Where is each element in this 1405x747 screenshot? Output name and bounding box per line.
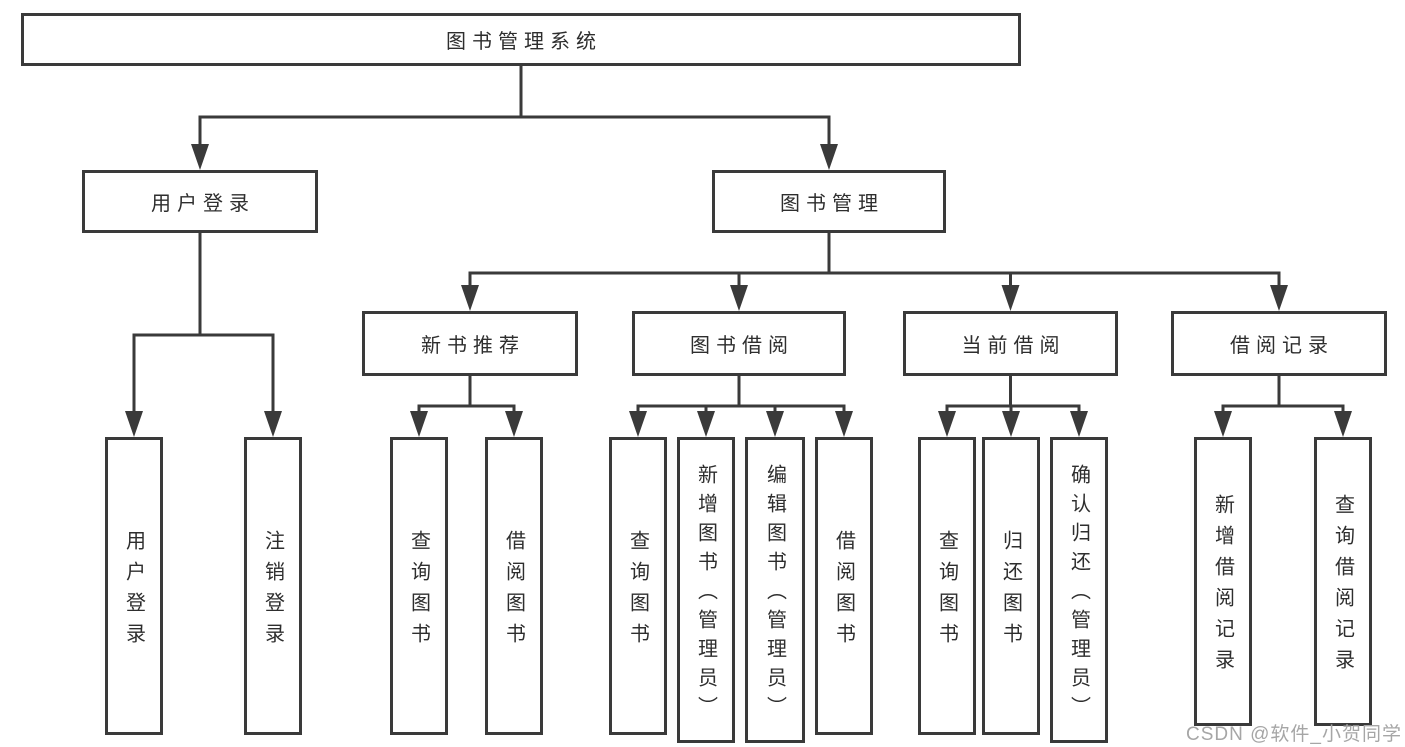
node-book-management: 图书管理 [712,170,946,233]
node-library-system: 图书管理系统 [21,13,1021,66]
leaf-user-login: 用户登录 [105,437,163,735]
leaf-borrow-books: 借阅图书 [815,437,873,735]
leaf-edit-books-admin: 编辑图书（管理员） [745,437,805,743]
leaf-query-borrow-record: 查询借阅记录 [1314,437,1372,726]
node-new-book-recommendation: 新书推荐 [362,311,578,376]
leaf-logout: 注销登录 [244,437,302,735]
leaf-borrow-books-recommend: 借阅图书 [485,437,543,735]
leaf-return-books: 归还图书 [982,437,1040,735]
leaf-add-borrow-record: 新增借阅记录 [1194,437,1252,726]
node-user-login: 用户登录 [82,170,318,233]
node-book-borrowing: 图书借阅 [632,311,846,376]
leaf-add-books-admin: 新增图书（管理员） [677,437,735,743]
leaf-query-books-current: 查询图书 [918,437,976,735]
watermark: CSDN @软件_小贺同学 [1186,724,1402,745]
node-current-borrowing: 当前借阅 [903,311,1118,376]
node-borrowing-records: 借阅记录 [1171,311,1387,376]
leaf-confirm-return-admin: 确认归还（管理员） [1050,437,1108,743]
leaf-query-books-borrow: 查询图书 [609,437,667,735]
leaf-query-books-recommend: 查询图书 [390,437,448,735]
